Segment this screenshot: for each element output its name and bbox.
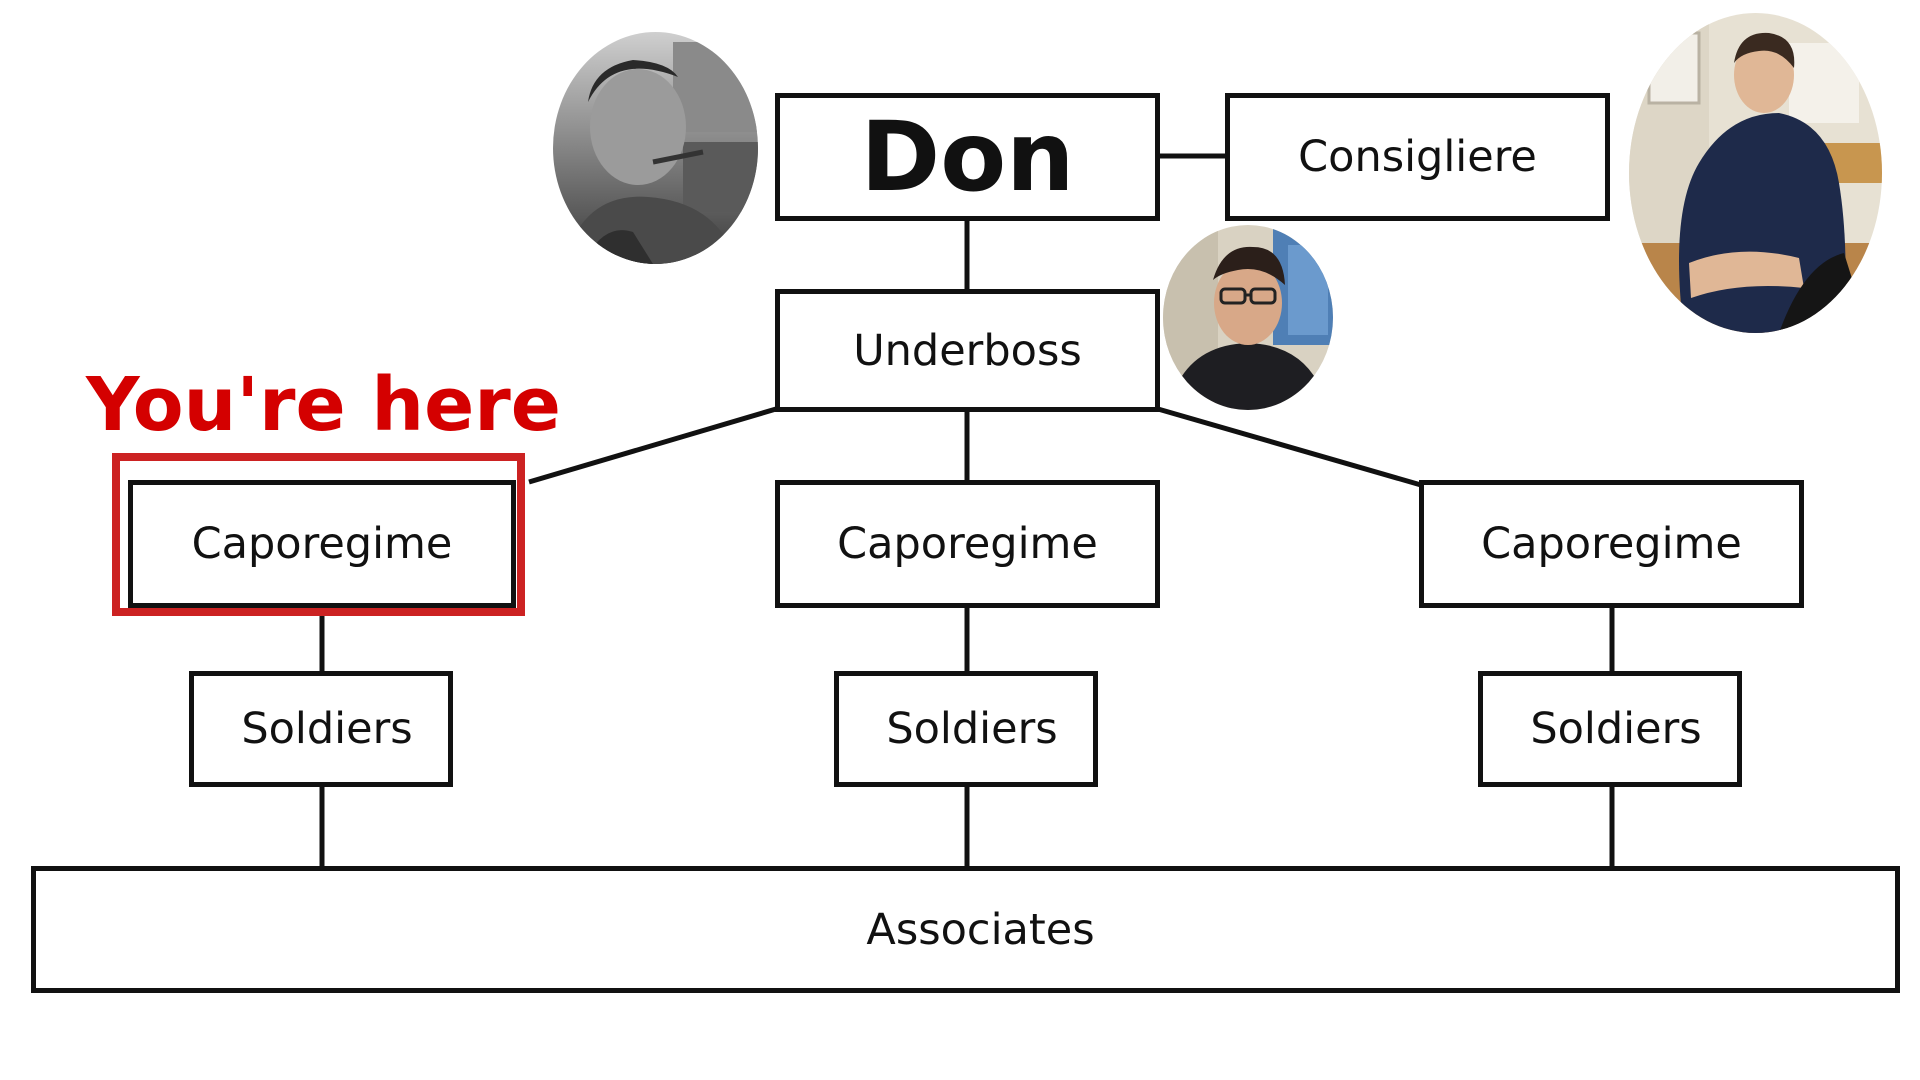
underboss-photo xyxy=(1163,225,1333,410)
node-underboss: Underboss xyxy=(775,289,1160,412)
node-soldiers-right: Soldiers xyxy=(1478,671,1742,787)
node-caporegime-center: Caporegime xyxy=(775,480,1160,608)
node-don: Don xyxy=(775,93,1160,221)
node-soldiers-center: Soldiers xyxy=(834,671,1098,787)
node-associates: Associates xyxy=(31,866,1900,993)
edge-underboss-capo-left xyxy=(528,406,777,485)
don-photo xyxy=(553,32,758,264)
edge-underboss-capo-right xyxy=(1157,406,1422,488)
node-caporegime-left: Caporegime xyxy=(128,480,516,608)
you-are-here-frame xyxy=(112,453,525,616)
node-consigliere: Consigliere xyxy=(1225,93,1610,221)
consigliere-photo xyxy=(1629,13,1882,333)
you-are-here-label: You're here xyxy=(86,362,561,448)
node-soldiers-left: Soldiers xyxy=(189,671,453,787)
node-caporegime-right: Caporegime xyxy=(1419,480,1804,608)
